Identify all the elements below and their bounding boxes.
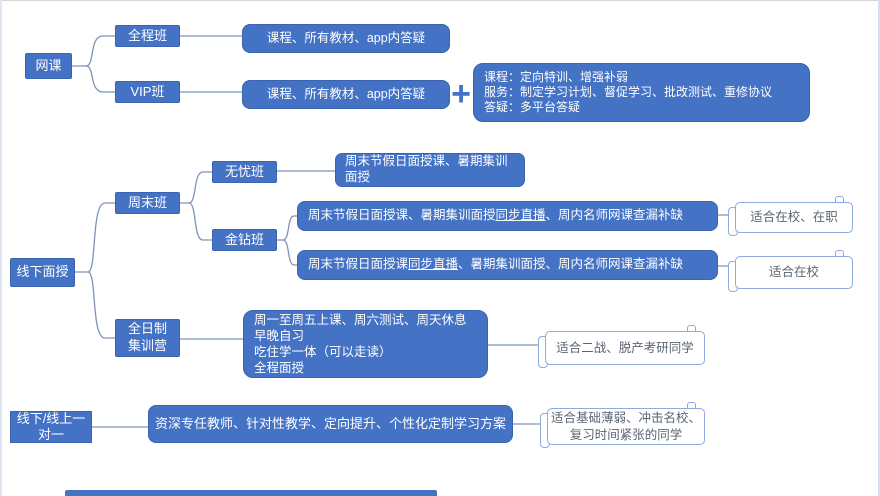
box-full-course-content: 课程、所有教材、app内答疑	[242, 24, 450, 53]
connector-line	[85, 65, 116, 93]
fulltime-line: 早晚自习	[254, 328, 305, 343]
fulltime-line: 吃住学一体（可以走读）	[254, 345, 392, 359]
plus-icon: +	[451, 75, 471, 113]
connector-line	[87, 271, 116, 339]
note-text: 适合基础薄弱、冲击名校、 复习时间紧张的同学	[547, 408, 705, 445]
connector-line	[188, 202, 213, 241]
connector-line	[71, 35, 116, 67]
note-scroll-in-school: 适合在校	[728, 250, 853, 292]
box-jinzuan-content-1: 周末节假日面授课、暑期集训面授同步直播、周内名师网课查漏补缺	[297, 201, 718, 231]
slide-top-border	[0, 0, 880, 1]
cutoff-box-partial	[65, 490, 437, 496]
connector-line	[276, 215, 298, 241]
node-offline-root: 线下面授	[10, 258, 75, 287]
vip-extra-line: 服务：制定学习计划、督促学习、批改测试、重修协议	[484, 85, 773, 99]
connector-line	[179, 171, 213, 204]
node-one-on-one-root: 线下/线上一 对一	[10, 411, 92, 443]
node-jinzuan: 金钻班	[212, 229, 277, 251]
box-fulltime-content: 周一至周五上课、周六测试、周天休息 早晚自习 吃住学一体（可以走读） 全程面授	[243, 310, 488, 378]
box-jinzuan-content-2: 周末节假日面授课同步直播、暑期集训面授、周内名师网课查漏补缺	[297, 250, 718, 280]
box-wuyou-content: 周末节假日面授课、暑期集训 面授	[335, 153, 525, 187]
note-scroll-in-school-employed: 适合在校、在职	[728, 196, 853, 236]
slide-left-border	[0, 0, 2, 496]
box-one-on-one-content: 资深专任教师、针对性教学、定向提升、个性化定制学习方案	[148, 405, 513, 443]
node-online-root: 网课	[25, 53, 72, 79]
note-text: 适合在校、在职	[735, 202, 853, 233]
node-full-course: 全程班	[115, 25, 180, 47]
node-weekend: 周末班	[115, 192, 180, 214]
node-vip: VIP班	[115, 81, 180, 103]
fulltime-line: 全程面授	[254, 361, 305, 376]
note-text: 适合在校	[735, 256, 853, 289]
vip-extra-line: 课程：定向特训、增强补弱	[484, 70, 629, 84]
box-vip-extra: 课程：定向特训、增强补弱 服务：制定学习计划、督促学习、批改测试、重修协议 答疑…	[473, 63, 810, 122]
fulltime-line: 周一至周五上课、周六测试、周天休息	[254, 312, 467, 327]
note-text: 适合二战、脱产考研同学	[545, 331, 705, 365]
box-vip-content: 课程、所有教材、app内答疑	[242, 80, 450, 109]
note-scroll-weak-basis: 适合基础薄弱、冲击名校、 复习时间紧张的同学	[540, 402, 705, 448]
connector-line	[74, 202, 116, 273]
slide-right-border	[878, 0, 880, 496]
node-wuyou: 无忧班	[212, 161, 277, 183]
node-fulltime-camp: 全日制 集训营	[115, 319, 180, 357]
note-scroll-second-attempt: 适合二战、脱产考研同学	[538, 325, 705, 368]
vip-extra-line: 答疑：多平台答疑	[484, 100, 581, 114]
connector-line	[282, 239, 298, 266]
